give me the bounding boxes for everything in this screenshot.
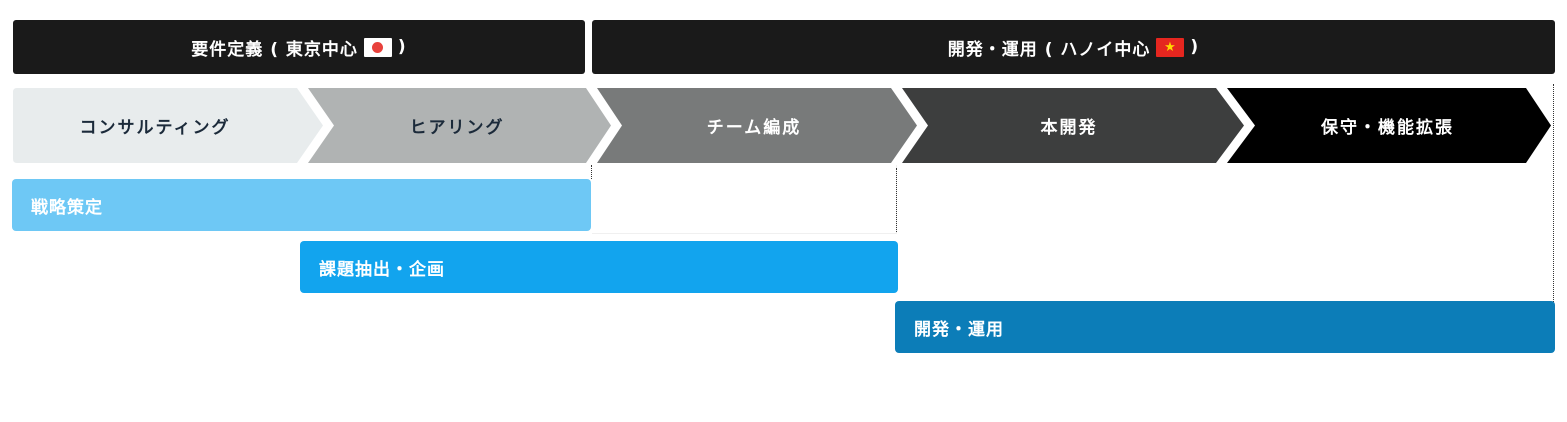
header-requirements-close: ) xyxy=(397,37,407,57)
header-development: 開発・運用 ( ハノイ中心 ★ ) xyxy=(592,20,1555,74)
phase-bar-dev-ops: 開発・運用 xyxy=(895,301,1555,353)
header-development-label: 開発・運用 ( ハノイ中心 xyxy=(947,39,1151,60)
phase-label-planning: 課題抽出・企画 xyxy=(319,259,445,280)
step-label-maintenance: 保守・機能拡張 xyxy=(1321,118,1454,138)
step-label-development: 本開発 xyxy=(1040,118,1098,138)
phase-bar-planning: 課題抽出・企画 xyxy=(300,241,898,293)
step-label-consulting: コンサルティング xyxy=(79,118,231,138)
step-chevron-team xyxy=(597,88,917,163)
step-chevron-development xyxy=(902,88,1244,163)
japan-flag-icon xyxy=(363,37,392,57)
header-development-close: ) xyxy=(1190,37,1200,57)
header-requirements: 要件定義 ( 東京中心 ) xyxy=(13,20,585,74)
phase-label-strategy: 戦略策定 xyxy=(31,197,103,218)
vietnam-flag-icon: ★ xyxy=(1156,37,1185,57)
guide-line-middle xyxy=(896,168,897,232)
step-chevron-maintenance xyxy=(1227,88,1551,163)
header-requirements-label: 要件定義 ( 東京中心 xyxy=(191,39,358,60)
step-label-team: チーム編成 xyxy=(706,118,802,138)
guide-line-left xyxy=(591,165,592,179)
phase-bar-strategy: 戦略策定 xyxy=(12,179,591,231)
phase-area-outline xyxy=(592,165,897,234)
step-chevron-consulting xyxy=(13,88,323,163)
step-label-hearing: ヒアリング xyxy=(409,118,505,138)
guide-line-right xyxy=(1553,84,1554,302)
step-chevron-hearing xyxy=(308,88,611,163)
phase-label-dev-ops: 開発・運用 xyxy=(914,319,1004,340)
